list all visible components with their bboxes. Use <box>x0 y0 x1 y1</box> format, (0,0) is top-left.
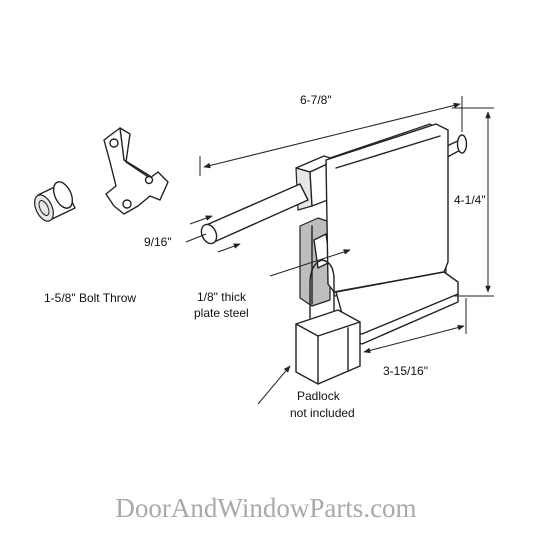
bolt-diameter-dimension: 9/16" <box>144 235 172 249</box>
height-dimension: 4-1/4" <box>454 193 486 207</box>
padlock-note-line1: Padlock <box>297 389 341 403</box>
padlock-part <box>295 259 361 385</box>
bushing-part <box>34 181 76 222</box>
bolt-throw-note: 1-5/8" Bolt Throw <box>44 291 136 305</box>
plate-note-line2: plate steel <box>194 306 249 320</box>
plate-note-line1: 1/8" thick <box>197 290 247 304</box>
padlock-note-line2: not included <box>290 406 355 420</box>
base-width-dimension: 3-15/16" <box>383 364 428 378</box>
dimension-lines <box>185 96 494 405</box>
length-dimension: 6-7/8" <box>300 93 332 107</box>
keeper-bracket-part <box>103 127 169 215</box>
watermark-text: DoorAndWindowParts.com <box>115 493 416 523</box>
